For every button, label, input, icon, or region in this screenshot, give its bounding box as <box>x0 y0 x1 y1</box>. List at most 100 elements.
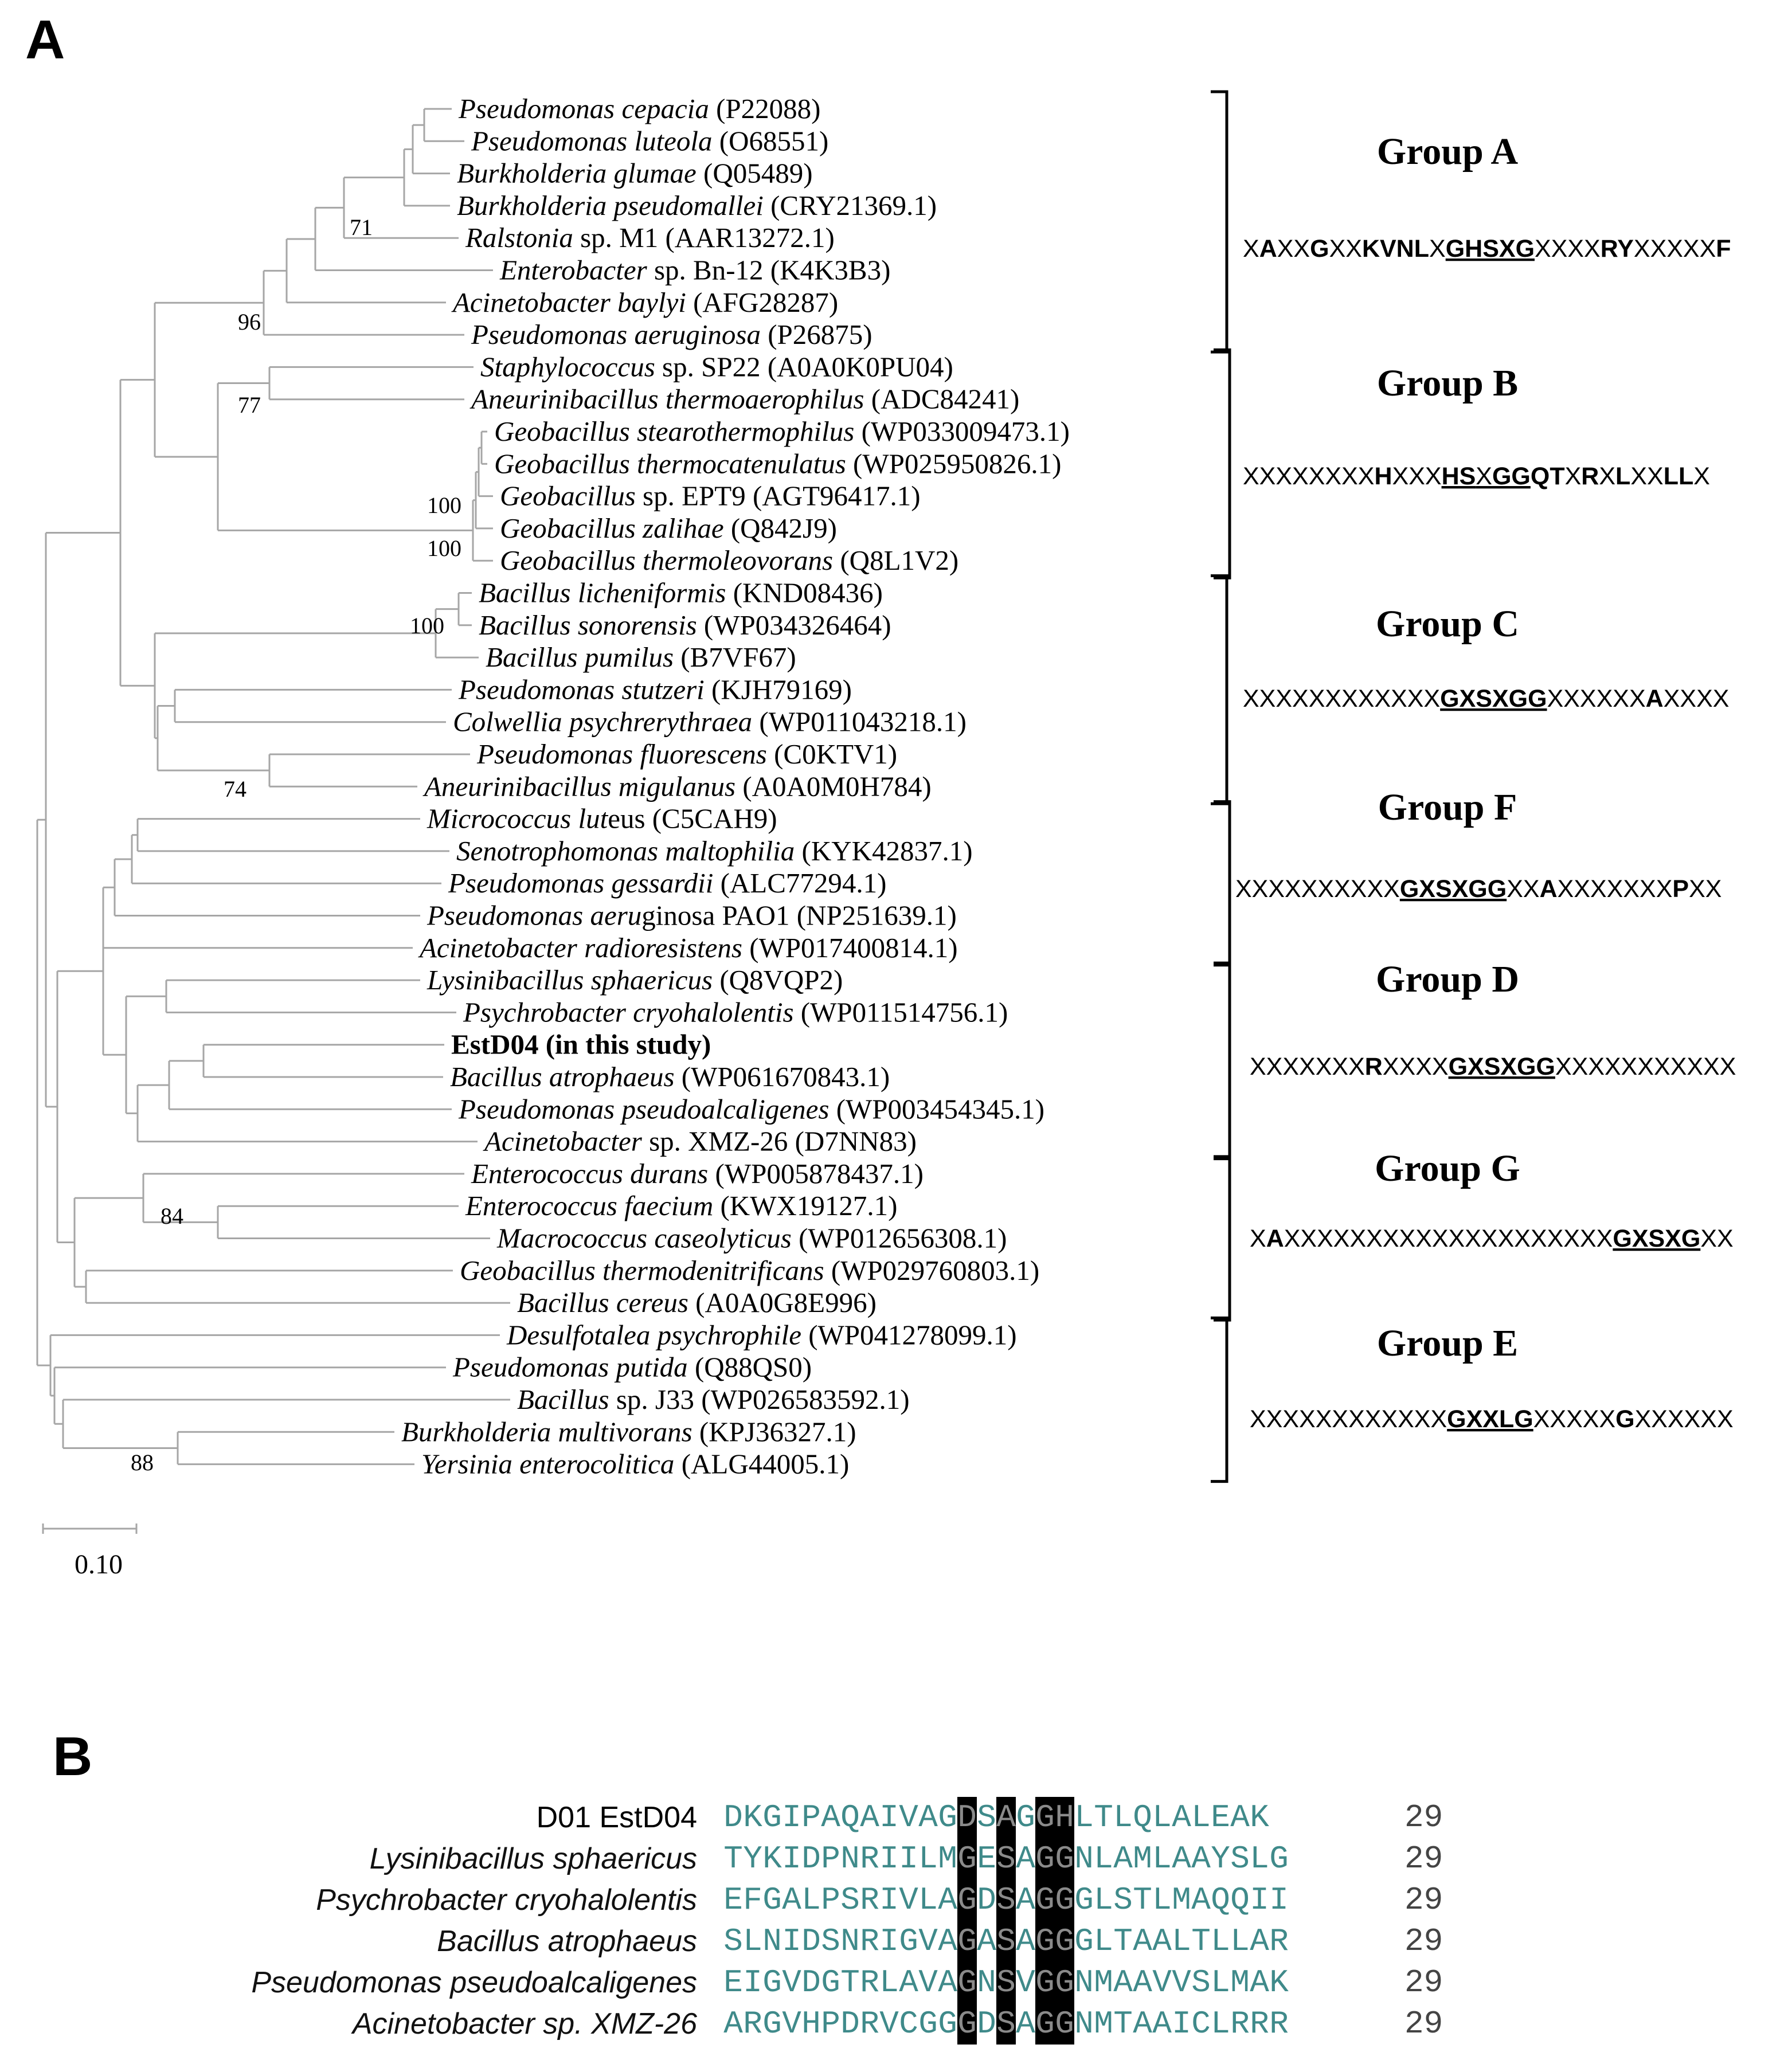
residue: A <box>782 1882 801 1918</box>
residue: G <box>762 1799 782 1836</box>
residue: G <box>762 2006 782 2042</box>
residue: Q <box>1230 1882 1250 1918</box>
alignment-position: 29 <box>1404 1964 1443 2001</box>
taxon-label: Yersinia enterocolitica (ALG44005.1) <box>421 1448 849 1480</box>
group-bracket <box>1214 961 1231 1161</box>
residue: A <box>996 1797 1016 1838</box>
residue: A <box>1172 1799 1191 1836</box>
residue: S <box>996 1838 1016 1879</box>
residue: R <box>860 1882 879 1918</box>
taxon-label: Acinetobacter radioresistens (WP01740081… <box>418 932 958 964</box>
taxon-label: Burkholderia pseudomallei (CRY21369.1) <box>457 190 937 221</box>
group-motif: XXXXXXXXXXXXGXSXGGXXXXXXAXXXX <box>1243 685 1729 712</box>
residue: I <box>1250 1882 1269 1918</box>
residue: I <box>879 1923 899 1960</box>
taxon-label: Geobacillus zalihae (Q842J9) <box>500 512 837 544</box>
group-motif: XXXXXXXXXXXXGXXLGXXXXXGXXXXXX <box>1250 1405 1734 1433</box>
taxon-label: Pseudomonas gessardii (ALC77294.1) <box>448 867 886 899</box>
taxon-label: Ralstonia sp. M1 (AAR13272.1) <box>465 222 835 253</box>
residue: N <box>840 1923 860 1960</box>
residue: I <box>782 1840 801 1877</box>
taxon-label: Pseudomonas luteola (O68551) <box>471 125 828 156</box>
taxon-label: Bacillus pumilus (B7VF67) <box>486 641 796 673</box>
residue: V <box>782 2006 801 2042</box>
residue: Y <box>1211 1840 1230 1877</box>
group-bracket <box>1211 90 1228 354</box>
residue: A <box>1016 2006 1035 2042</box>
residue: Q <box>840 1799 860 1836</box>
residue: N <box>762 1923 782 1960</box>
residue: G <box>957 1921 977 1962</box>
taxon-label: Pseudomonas stutzeri (KJH79169) <box>458 673 852 705</box>
residue: S <box>840 1882 860 1918</box>
group-motif: XXXXXXXRXXXXGXSXGGXXXXXXXXXXX <box>1250 1053 1736 1080</box>
residue: L <box>1094 1882 1113 1918</box>
residue: G <box>1016 1799 1035 1836</box>
group-labels: Group AXAXXGXXKVNLXGHSXGXXXXRYXXXXXFGrou… <box>1235 131 1736 1433</box>
alignment-sequence-name: Pseudomonas pseudoalcaligenes <box>251 1966 697 1999</box>
residue: C <box>1191 2006 1211 2042</box>
taxon-label: Geobacillus thermodenitrificans (WP02976… <box>460 1255 1039 1286</box>
residue: S <box>1230 1840 1250 1877</box>
residue: G <box>762 1964 782 2001</box>
residue: L <box>1152 1882 1172 1918</box>
residue: T <box>840 1964 860 2001</box>
group-bracket <box>1214 1155 1231 1322</box>
residue: G <box>1035 1797 1055 1838</box>
residue: A <box>1191 1882 1211 1918</box>
taxon-label: Pseudomonas pseudoalcaligenes (WP0034543… <box>458 1093 1044 1125</box>
residue: L <box>1250 1840 1269 1877</box>
residue: G <box>1074 1882 1094 1918</box>
residue: R <box>743 2006 762 2042</box>
group-bracket <box>1214 800 1231 967</box>
residue: E <box>723 1882 743 1918</box>
alignment-position: 29 <box>1404 1799 1443 1836</box>
residue: H <box>801 2006 821 2042</box>
residue: P <box>821 2006 840 2042</box>
residue: M <box>1133 1840 1152 1877</box>
residue: G <box>1055 1962 1074 2003</box>
residue: L <box>918 1840 938 1877</box>
residue: S <box>723 1923 743 1960</box>
group-motif: XAXXXXXXXXXXXXXXXXXXXXGXSXGXX <box>1250 1225 1734 1252</box>
taxon-label: Senotrophomonas maltophilia (KYK42837.1) <box>456 835 973 867</box>
residue: M <box>1230 1964 1250 2001</box>
residue: G <box>938 1799 957 1836</box>
residue: A <box>1250 1964 1269 2001</box>
bootstrap-value: 100 <box>427 535 461 561</box>
taxon-label: Enterococcus faecium (KWX19127.1) <box>465 1190 897 1221</box>
residue: A <box>1152 2006 1172 2042</box>
residue: A <box>1152 1923 1172 1960</box>
residue: R <box>860 1964 879 2001</box>
taxon-label: Burkholderia multivorans (KPJ36327.1) <box>401 1416 856 1447</box>
residue: I <box>899 1840 918 1877</box>
residue: G <box>1035 1962 1055 2003</box>
residue: A <box>899 1964 918 2001</box>
residue: G <box>1055 1921 1074 1962</box>
residue: S <box>996 1921 1016 1962</box>
residue: A <box>1016 1882 1035 1918</box>
tree-branches <box>36 108 510 1466</box>
residue: A <box>977 1923 996 1960</box>
residue: L <box>1094 1840 1113 1877</box>
residue: N <box>977 1964 996 2001</box>
residue: D <box>957 1797 977 1838</box>
group-bracket <box>1211 1316 1228 1483</box>
residue: E <box>1211 1799 1230 1836</box>
group-label: Group G <box>1375 1147 1520 1189</box>
residue: T <box>1094 1799 1113 1836</box>
group-label: Group A <box>1377 131 1519 173</box>
residue: A <box>1113 1840 1133 1877</box>
residue: D <box>801 1840 821 1877</box>
group-label: Group F <box>1378 786 1517 828</box>
taxon-label: Colwellia psychrerythraea (WP011043218.1… <box>453 706 967 738</box>
group-label: Group C <box>1376 603 1519 645</box>
residue: K <box>762 1840 782 1877</box>
residue: M <box>1094 1964 1113 2001</box>
panel-b-label: B <box>53 1726 93 1787</box>
